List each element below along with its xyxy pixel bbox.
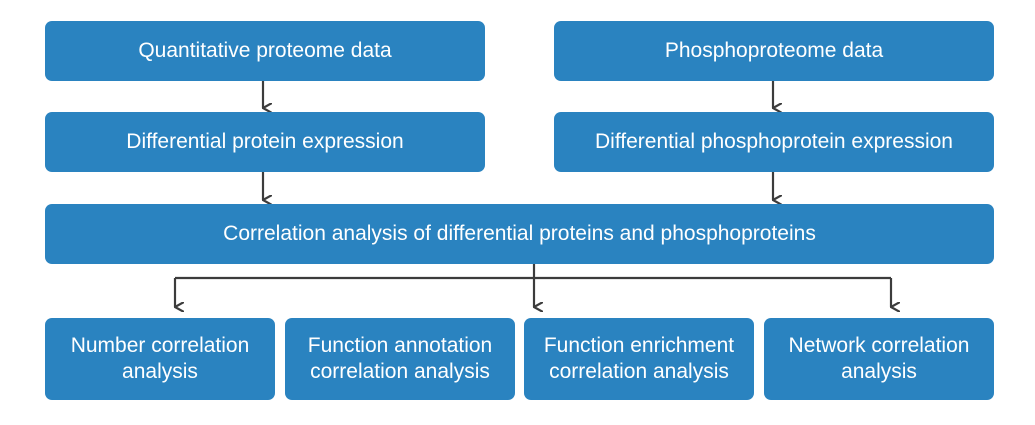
node-correlation-analysis: Correlation analysis of differential pro… (45, 204, 994, 264)
node-quantitative-proteome-data: Quantitative proteome data (45, 21, 485, 81)
node-label-line-1: Function enrichment (543, 334, 735, 357)
node-label-line-1: Function annotation (307, 334, 493, 357)
node-label: Phosphoproteome data (664, 39, 884, 62)
node-label-line-2: correlation analysis (549, 360, 729, 383)
node-number-correlation-analysis: Number correlation analysis (45, 318, 275, 400)
node-label-line-1: Number correlation (70, 334, 250, 357)
node-label-line-1: Network correlation (788, 334, 970, 357)
node-label: Correlation analysis of differential pro… (223, 222, 816, 245)
node-label: Differential phosphoprotein expression (594, 130, 953, 153)
node-label-line-2: correlation analysis (310, 360, 490, 383)
node-label-line-2: analysis (841, 360, 917, 383)
node-label-line-2: analysis (122, 360, 198, 383)
node-label: Differential protein expression (126, 130, 404, 153)
node-differential-phosphoprotein-expression: Differential phosphoprotein expression (554, 112, 994, 172)
node-function-enrichment-correlation-analysis: Function enrichment correlation analysis (524, 318, 754, 400)
node-function-annotation-correlation-analysis: Function annotation correlation analysis (285, 318, 515, 400)
node-differential-protein-expression: Differential protein expression (45, 112, 485, 172)
node-label: Quantitative proteome data (138, 39, 392, 62)
node-network-correlation-analysis: Network correlation analysis (764, 318, 994, 400)
node-phosphoproteome-data: Phosphoproteome data (554, 21, 994, 81)
